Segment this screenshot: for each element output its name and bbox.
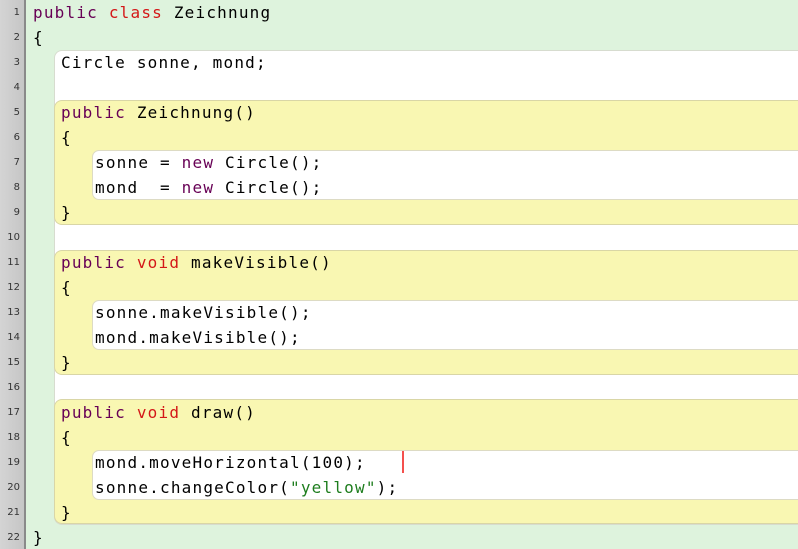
- code-token: public: [61, 403, 126, 422]
- line-number: 8: [13, 182, 20, 193]
- line-number: 12: [7, 282, 20, 293]
- code-token: new: [181, 178, 215, 197]
- code-token: class: [108, 3, 164, 22]
- line-number: 14: [7, 332, 20, 343]
- text-caret: [402, 451, 404, 473]
- code-token: new: [181, 153, 215, 172]
- code-token: public: [61, 253, 126, 272]
- line-number: 15: [7, 357, 20, 368]
- code-token: [126, 253, 137, 272]
- code-token: }: [33, 528, 44, 547]
- line-number: 20: [7, 482, 20, 493]
- line-number: 3: [13, 57, 20, 68]
- code-token: {: [33, 28, 44, 47]
- line-number: 9: [13, 207, 20, 218]
- line-number: 17: [7, 407, 20, 418]
- code-token: sonne =: [95, 153, 182, 172]
- code-line-6[interactable]: {: [61, 125, 72, 150]
- line-number: 19: [7, 457, 20, 468]
- code-line-20[interactable]: sonne.changeColor("yellow");: [95, 475, 398, 500]
- code-line-1[interactable]: public class Zeichnung: [33, 0, 271, 25]
- code-token: Zeichnung(): [126, 103, 256, 122]
- line-number: 1: [13, 7, 20, 18]
- code-token: {: [61, 128, 72, 147]
- code-token: public: [33, 3, 98, 22]
- code-line-3[interactable]: Circle sonne, mond;: [61, 50, 267, 75]
- code-line-9[interactable]: }: [61, 200, 72, 225]
- code-line-7[interactable]: sonne = new Circle();: [95, 150, 323, 175]
- line-number: 10: [7, 232, 20, 243]
- code-line-12[interactable]: {: [61, 275, 72, 300]
- line-number: 22: [7, 532, 20, 543]
- code-line-21[interactable]: }: [61, 500, 72, 525]
- code-token: sonne.changeColor(: [95, 478, 290, 497]
- code-token: sonne.makeVisible();: [95, 303, 312, 322]
- line-number: 5: [13, 107, 20, 118]
- code-token: );: [376, 478, 399, 497]
- line-number: 13: [7, 307, 20, 318]
- line-number: 4: [13, 82, 20, 93]
- code-line-14[interactable]: mond.makeVisible();: [95, 325, 301, 350]
- code-line-18[interactable]: {: [61, 425, 72, 450]
- line-number: 6: [13, 132, 20, 143]
- scope-box-body-draw: [92, 450, 798, 500]
- code-token: Zeichnung: [163, 3, 272, 22]
- line-number: 7: [13, 157, 20, 168]
- code-token: }: [61, 203, 72, 222]
- code-line-5[interactable]: public Zeichnung(): [61, 100, 256, 125]
- code-line-19[interactable]: mond.moveHorizontal(100);: [95, 450, 366, 475]
- code-token: "yellow": [290, 478, 377, 497]
- scope-box-body-makevisible: [92, 300, 798, 350]
- code-line-15[interactable]: }: [61, 350, 72, 375]
- code-token: mond =: [95, 178, 182, 197]
- code-line-17[interactable]: public void draw(): [61, 400, 256, 425]
- code-token: }: [61, 353, 72, 372]
- line-number: 18: [7, 432, 20, 443]
- line-number: 21: [7, 507, 20, 518]
- code-line-22[interactable]: }: [33, 525, 44, 549]
- code-token: {: [61, 278, 72, 297]
- code-token: Circle();: [214, 153, 323, 172]
- code-token: Circle sonne, mond;: [61, 53, 267, 72]
- code-line-8[interactable]: mond = new Circle();: [95, 175, 323, 200]
- code-token: [126, 403, 137, 422]
- scope-box-body-zeichnung: [92, 150, 798, 200]
- code-token: public: [61, 103, 126, 122]
- code-token: makeVisible(): [180, 253, 332, 272]
- code-token: void: [136, 253, 181, 272]
- code-token: draw(): [180, 403, 257, 422]
- code-token: [98, 3, 109, 22]
- code-line-11[interactable]: public void makeVisible(): [61, 250, 332, 275]
- code-token: void: [136, 403, 181, 422]
- line-number: 16: [7, 382, 20, 393]
- code-token: }: [61, 503, 72, 522]
- code-line-2[interactable]: {: [33, 25, 44, 50]
- code-token: {: [61, 428, 72, 447]
- code-line-13[interactable]: sonne.makeVisible();: [95, 300, 312, 325]
- line-number: 2: [13, 32, 20, 43]
- code-token: Circle();: [214, 178, 323, 197]
- line-number: 11: [7, 257, 20, 268]
- code-token: mond.moveHorizontal(100);: [95, 453, 366, 472]
- code-token: mond.makeVisible();: [95, 328, 301, 347]
